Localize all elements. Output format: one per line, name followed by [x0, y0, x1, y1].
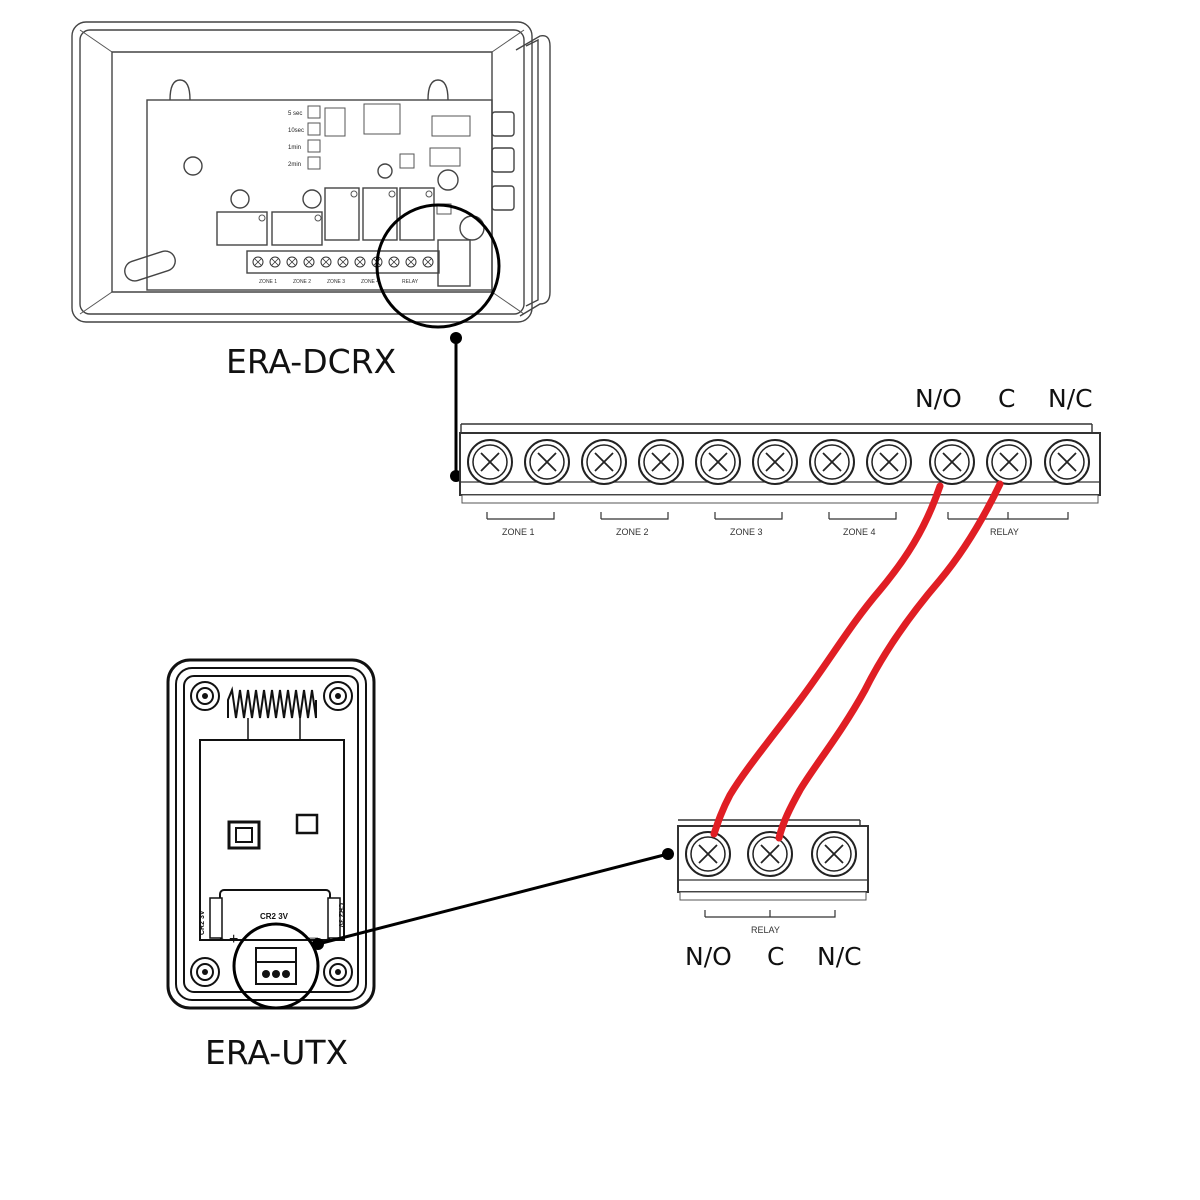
small-block-nc-label: N/C [817, 942, 862, 971]
transmitter-label: ERA-UTX [205, 1033, 348, 1072]
small-block-c-label: C [767, 942, 784, 971]
big-block-zone1-label: ZONE 1 [502, 527, 535, 537]
mini-zone3-label: ZONE 3 [327, 279, 345, 285]
big-block-no-label: N/O [915, 384, 962, 413]
mini-zone1-label: ZONE 1 [259, 279, 277, 285]
timer-label-5sec: 5 sec [288, 111, 302, 117]
small-block-screw-no [685, 831, 731, 877]
transmitter-corner-screws [190, 681, 353, 987]
big-block-screw-nc [1044, 439, 1090, 485]
big-block-relay-label: RELAY [990, 527, 1019, 537]
mini-terminal-strip [252, 256, 434, 268]
big-block-zone2-label: ZONE 2 [616, 527, 649, 537]
timer-label-2min: 2min [288, 162, 301, 168]
mini-zone4-label: ZONE 4 [361, 279, 379, 285]
big-block-screw-c [986, 439, 1032, 485]
battery-right-label: CR2 3V [337, 903, 344, 928]
big-block-screws [467, 439, 1090, 485]
big-terminal-block: ZONE 1 ZONE 2 ZONE 3 ZONE 4 RELAY [459, 423, 1101, 537]
antenna-coil [227, 686, 317, 719]
timer-label-1min: 1min [288, 145, 301, 151]
mini-relay-label: RELAY [402, 279, 419, 285]
battery-plus-label: + [229, 931, 238, 948]
battery-center-label: CR2 3V [260, 912, 289, 921]
mini-zone2-label: ZONE 2 [293, 279, 311, 285]
big-block-screw-no [929, 439, 975, 485]
receiver-callout-circle [375, 203, 501, 329]
red-wire-no [710, 482, 944, 838]
small-block-screw-c [747, 831, 793, 877]
big-block-zone4-label: ZONE 4 [843, 527, 876, 537]
big-block-zone3-label: ZONE 3 [730, 527, 763, 537]
small-block-no-label: N/O [685, 942, 732, 971]
timer-label-10sec: 10sec [288, 128, 304, 134]
big-block-c-label: C [998, 384, 1015, 413]
battery-left-label: CR2 3V [199, 910, 206, 935]
receiver-device: 5 sec 10sec 1min 2min ZONE 1 ZONE 2 ZONE… [71, 21, 551, 329]
red-wire-c [775, 480, 1004, 842]
small-terminal-block: RELAY [677, 819, 869, 935]
small-block-relay-label: RELAY [751, 925, 780, 935]
receiver-label: ERA-DCRX [226, 342, 396, 381]
transmitter-leader-line [312, 848, 674, 950]
small-block-screw-nc [811, 831, 857, 877]
transmitter-device: CR2 3V CR2 3V CR2 3V + — [166, 658, 376, 1010]
big-block-nc-label: N/C [1048, 384, 1093, 413]
transmitter-callout-circle [232, 922, 320, 1010]
